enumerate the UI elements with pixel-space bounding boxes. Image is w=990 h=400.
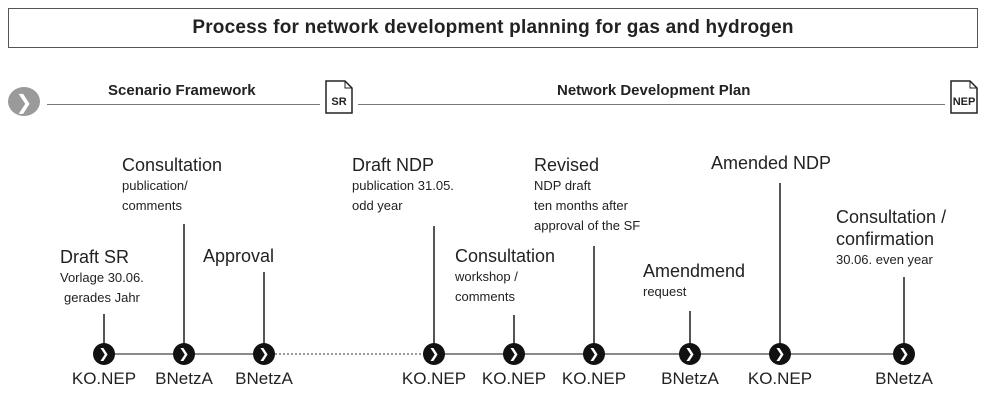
step-amendment-request: Amendmend request — [643, 261, 746, 299]
step-draft-sr: Draft SR Vorlage 30.06. gerades Jahr — [60, 247, 144, 305]
step-node-chevron-icon: ❯ — [893, 343, 915, 365]
step-node-chevron-icon: ❯ — [679, 343, 701, 365]
actor-label: BNetzA — [155, 369, 213, 388]
connector-line — [513, 315, 515, 346]
step-node-chevron-icon: ❯ — [423, 343, 445, 365]
actor-label: KO.NEP — [71, 369, 137, 388]
phase-label-network-development-plan: Network Development Plan — [557, 82, 751, 99]
step-consultation-confirmation: Consultation / confirmation 30.06. even … — [836, 207, 947, 267]
connector-line — [779, 183, 781, 346]
scenario-framework-line — [47, 104, 320, 105]
actor-label: KO.NEP — [481, 369, 547, 388]
connector-line — [263, 272, 265, 346]
connector-line — [903, 277, 905, 346]
timeline-track-gap — [275, 353, 425, 355]
connector-line — [103, 314, 105, 346]
step-node-chevron-icon: ❯ — [173, 343, 195, 365]
actor-label: KO.NEP — [747, 369, 813, 388]
phase-label-scenario-framework: Scenario Framework — [108, 82, 256, 99]
step-node-chevron-icon: ❯ — [93, 343, 115, 365]
step-node-chevron-icon: ❯ — [583, 343, 605, 365]
actor-label: BNetzA — [661, 369, 719, 388]
actor-label: KO.NEP — [401, 369, 467, 388]
network-development-plan-line — [358, 104, 945, 105]
start-chevron-icon: ❯ — [8, 87, 40, 116]
sr-document-icon: SR — [325, 80, 353, 114]
step-node-chevron-icon: ❯ — [503, 343, 525, 365]
step-consultation-ndp: Consultation workshop / comments — [455, 246, 556, 304]
timeline-track-ndp — [434, 353, 904, 355]
step-approval: Approval — [203, 246, 275, 266]
step-draft-ndp: Draft NDP publication 31.05. odd year — [352, 155, 454, 213]
step-node-chevron-icon: ❯ — [253, 343, 275, 365]
step-amended-ndp: Amended NDP — [711, 153, 832, 173]
nep-document-icon: NEP — [950, 80, 978, 114]
connector-line — [433, 226, 435, 346]
step-revised-ndp: Revised NDP draft ten months after appro… — [534, 155, 641, 233]
diagram-title: Process for network development planning… — [192, 17, 794, 38]
connector-line — [689, 311, 691, 346]
diagram-title-box: Process for network development planning… — [8, 8, 978, 48]
actor-label: BNetzA — [875, 369, 933, 388]
actor-label: BNetzA — [235, 369, 293, 388]
actor-label: KO.NEP — [561, 369, 627, 388]
step-consultation-sr: Consultation publication/ comments — [122, 155, 223, 213]
connector-line — [593, 246, 595, 346]
connector-line — [183, 224, 185, 346]
step-node-chevron-icon: ❯ — [769, 343, 791, 365]
